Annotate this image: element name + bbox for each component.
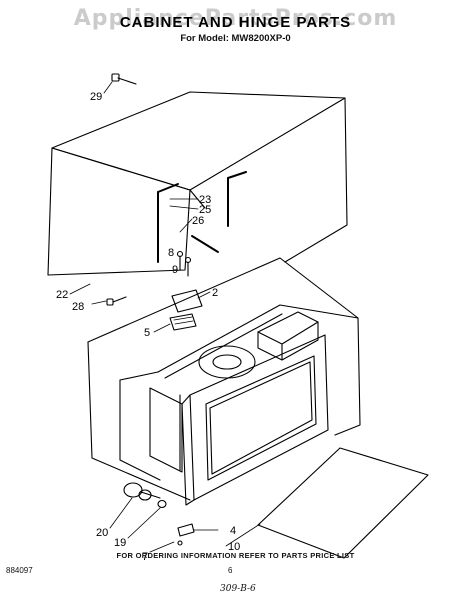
leader-lines xyxy=(69,81,261,553)
watermark: AppliancePartsPros.com xyxy=(73,6,398,31)
handwritten-note: 309-B-6 xyxy=(220,584,256,594)
part-label-25: 25 xyxy=(199,204,211,216)
strips xyxy=(157,171,247,263)
hinge-parts xyxy=(169,250,203,331)
part-label-5: 5 xyxy=(144,327,150,339)
control-panel-area xyxy=(149,387,183,473)
part-label-7: 7 xyxy=(142,551,148,563)
cabinet-left-side xyxy=(47,147,191,276)
cavity-left-side xyxy=(119,379,161,481)
part-label-4: 4 xyxy=(230,525,236,537)
cabinet-front-edge xyxy=(47,147,53,276)
screw-29 xyxy=(111,73,137,85)
model-line: For Model: MW8200XP-0 xyxy=(180,33,291,44)
part-label-23: 23 xyxy=(199,194,211,206)
front-frame xyxy=(181,334,329,506)
strip-25b xyxy=(227,171,247,179)
magnetron-block xyxy=(257,311,319,361)
front-frame-outer xyxy=(189,334,329,501)
part-label-19: 19 xyxy=(114,537,126,549)
part-label-20: 20 xyxy=(96,527,108,539)
washer-7 xyxy=(177,540,183,546)
knob-20 xyxy=(123,482,143,498)
part-label-10: 10 xyxy=(228,541,240,553)
hinge-plate-5 xyxy=(169,313,197,331)
part-label-28: 28 xyxy=(72,301,84,313)
strip-26 xyxy=(191,235,219,253)
microwave-chassis xyxy=(87,257,361,501)
part-label-22: 22 xyxy=(56,289,68,301)
screw-28 xyxy=(106,296,127,306)
ordering-note: FOR ORDERING INFORMATION REFER TO PARTS … xyxy=(116,551,355,560)
hinge-bracket-2 xyxy=(171,289,203,313)
page-number: 6 xyxy=(228,566,233,575)
bottom-panel-10 xyxy=(257,447,429,559)
chassis-left-base xyxy=(87,341,191,501)
part-label-29: 29 xyxy=(90,91,102,103)
knobs xyxy=(123,482,195,546)
front-frame-inner xyxy=(205,355,317,481)
cabinet-top-panel xyxy=(51,91,346,191)
diagram-title: CABINET AND HINGE PARTS xyxy=(119,14,352,31)
front-frame-depth xyxy=(181,394,195,506)
chassis-top xyxy=(157,304,359,373)
part-label-2: 2 xyxy=(212,287,218,299)
strip-25 xyxy=(157,183,179,193)
cabinet-wrapper xyxy=(47,91,348,276)
part-label-8: 8 xyxy=(168,247,174,259)
document-number: 884097 xyxy=(6,566,33,575)
knob-19 xyxy=(157,499,167,509)
stirrer-cover xyxy=(198,345,256,379)
cabinet-right-side xyxy=(284,97,348,263)
part-label-9: 9 xyxy=(172,264,178,276)
front-frame-lip xyxy=(209,361,313,475)
cavity-side-top xyxy=(119,371,159,381)
clip-4 xyxy=(177,523,195,537)
part-label-26: 26 xyxy=(192,215,204,227)
